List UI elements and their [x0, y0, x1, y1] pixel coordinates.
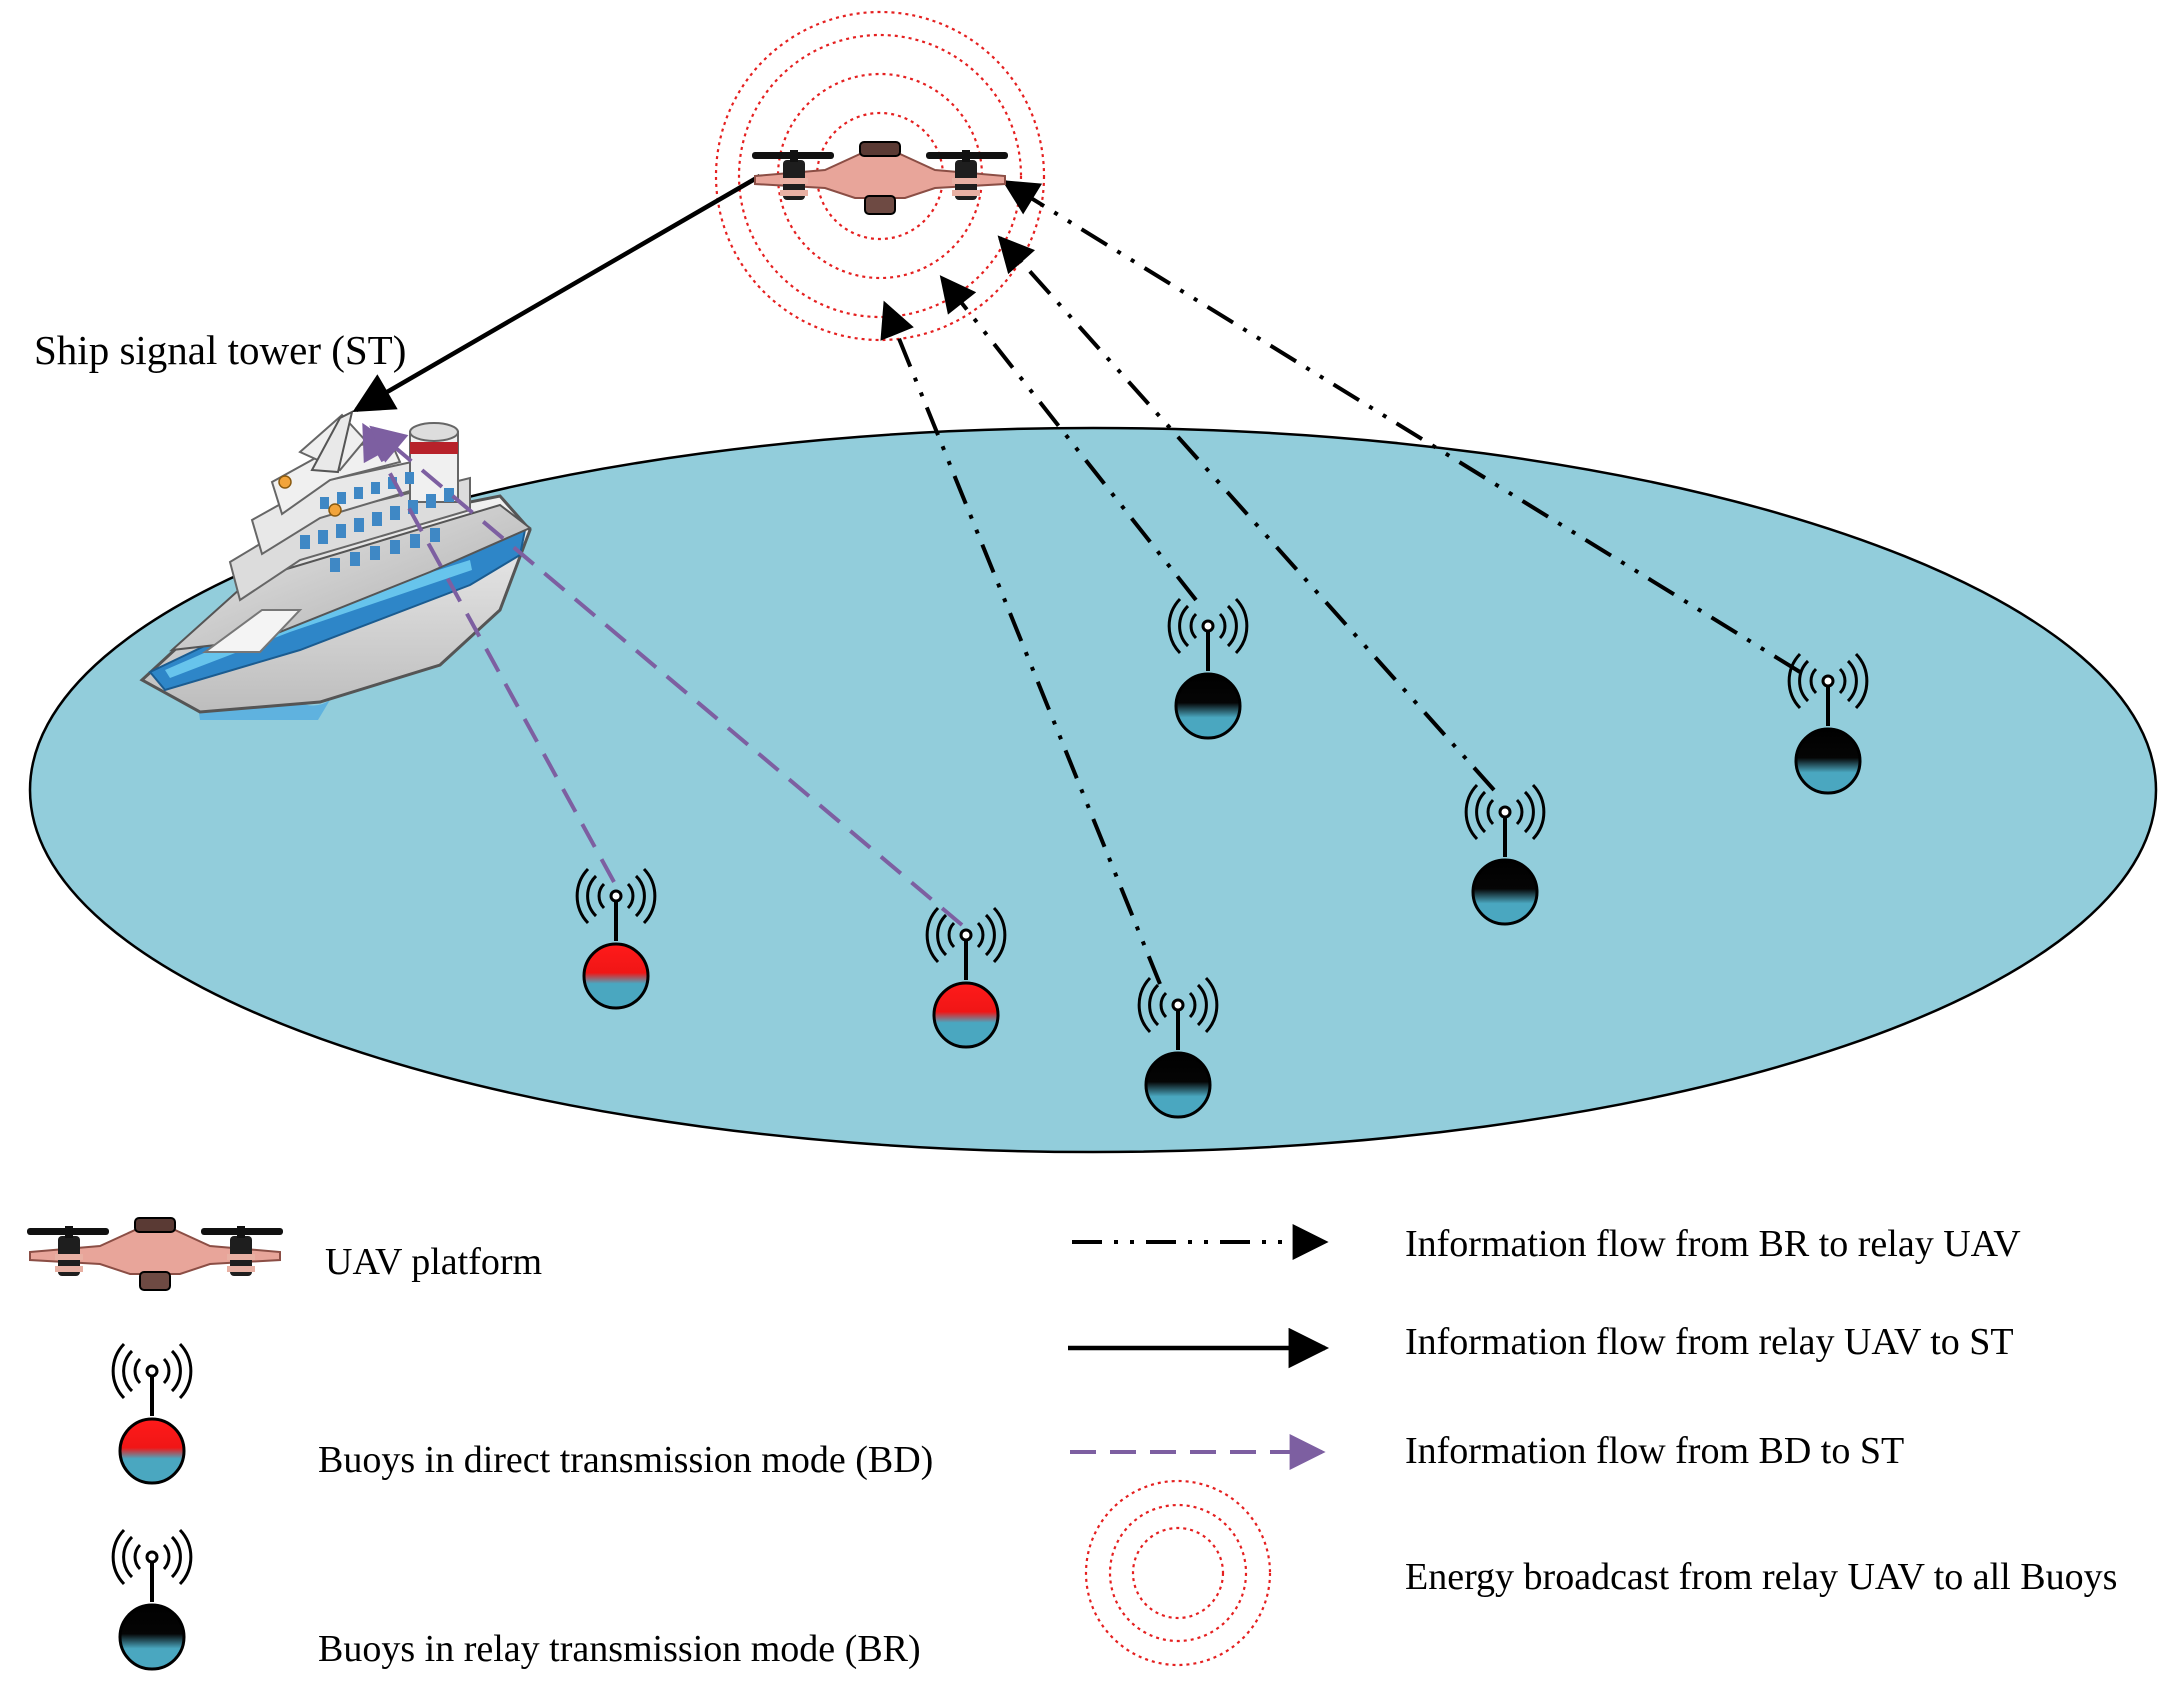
uav-to-st-flow — [352, 174, 762, 413]
legend-energy-label: Energy broadcast from relay UAV to all B… — [1405, 1556, 2118, 1598]
legend-bd-label: Buoys in direct transmission mode (BD) — [318, 1439, 934, 1481]
flow-br-1 — [880, 300, 1162, 985]
bd-to-st-flows — [362, 422, 964, 927]
uav-icon — [751, 141, 1009, 215]
legend-flow-bd-st-label: Information flow from BD to ST — [1405, 1430, 1905, 1472]
flow-br-2 — [939, 275, 1198, 602]
legend-flow-br-uav-label: Information flow from BR to relay UAV — [1405, 1223, 2021, 1265]
legend-buoy-bd-icon — [113, 1344, 191, 1483]
br-to-uav-flows — [880, 180, 1802, 985]
flow-br-3 — [997, 235, 1496, 792]
legend-energy-rings — [1084, 1479, 1272, 1667]
ship-signal-tower-label: Ship signal tower (ST) — [34, 327, 407, 373]
flow-bd-2 — [369, 425, 964, 927]
legend-br-label: Buoys in relay transmission mode (BR) — [318, 1628, 921, 1670]
flow-br-4 — [1001, 180, 1802, 674]
legend-buoy-br-icon — [113, 1530, 191, 1669]
legend-uav-label: UAV platform — [325, 1241, 543, 1283]
sea-area — [28, 426, 2158, 1154]
legend-flow-uav-st-label: Information flow from relay UAV to ST — [1405, 1321, 2014, 1363]
legend-uav-icon — [26, 1217, 284, 1291]
flow-bd-1 — [362, 422, 616, 883]
